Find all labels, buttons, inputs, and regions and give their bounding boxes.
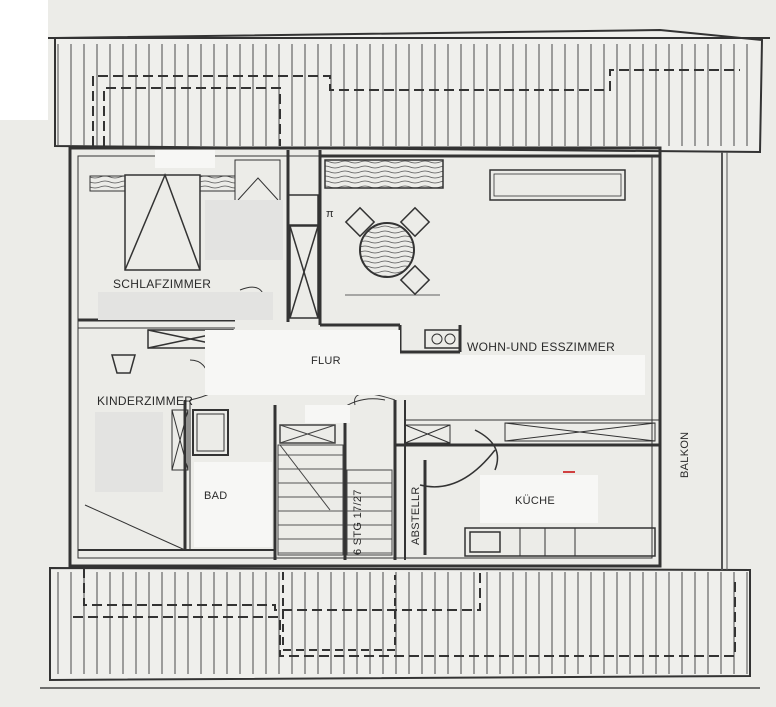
dining-set	[324, 159, 626, 296]
room-label-kueche: KÜCHE	[515, 495, 556, 507]
room-label-balkon: BALKON	[679, 431, 691, 478]
inner-walls	[78, 150, 660, 560]
room-label-abstellraum: ABSTELLR	[410, 486, 422, 545]
flur-floor	[205, 330, 400, 395]
patch	[305, 405, 350, 423]
room-label-bad: BAD	[204, 490, 228, 502]
room-label-flur: FLUR	[311, 355, 341, 367]
kitchen-stove-icon	[424, 329, 461, 349]
balkon-area	[659, 152, 728, 570]
kinderzimmer-fixtures	[84, 354, 189, 551]
chimney-mark: π	[326, 208, 334, 220]
wohn-floor	[395, 355, 645, 395]
kueche-floor	[480, 475, 598, 523]
stair-label: 6 STG 17/27	[352, 489, 364, 555]
patch	[98, 292, 273, 320]
bad-floor	[194, 462, 272, 547]
staircase	[277, 393, 396, 556]
patch	[95, 412, 163, 492]
kitchen-counter	[404, 422, 656, 557]
schlafzimmer-furniture	[89, 159, 281, 271]
roof-bottom	[40, 566, 760, 689]
patch	[155, 150, 215, 168]
roof-top	[48, 28, 770, 154]
room-label-schlafzimmer: SCHLAFZIMMER	[113, 277, 212, 291]
patch	[205, 200, 283, 260]
room-label-kinderzimmer: KINDERZIMMER	[97, 394, 194, 408]
room-label-wohn-esszimmer: WOHN-UND ESSZIMMER	[467, 340, 616, 354]
